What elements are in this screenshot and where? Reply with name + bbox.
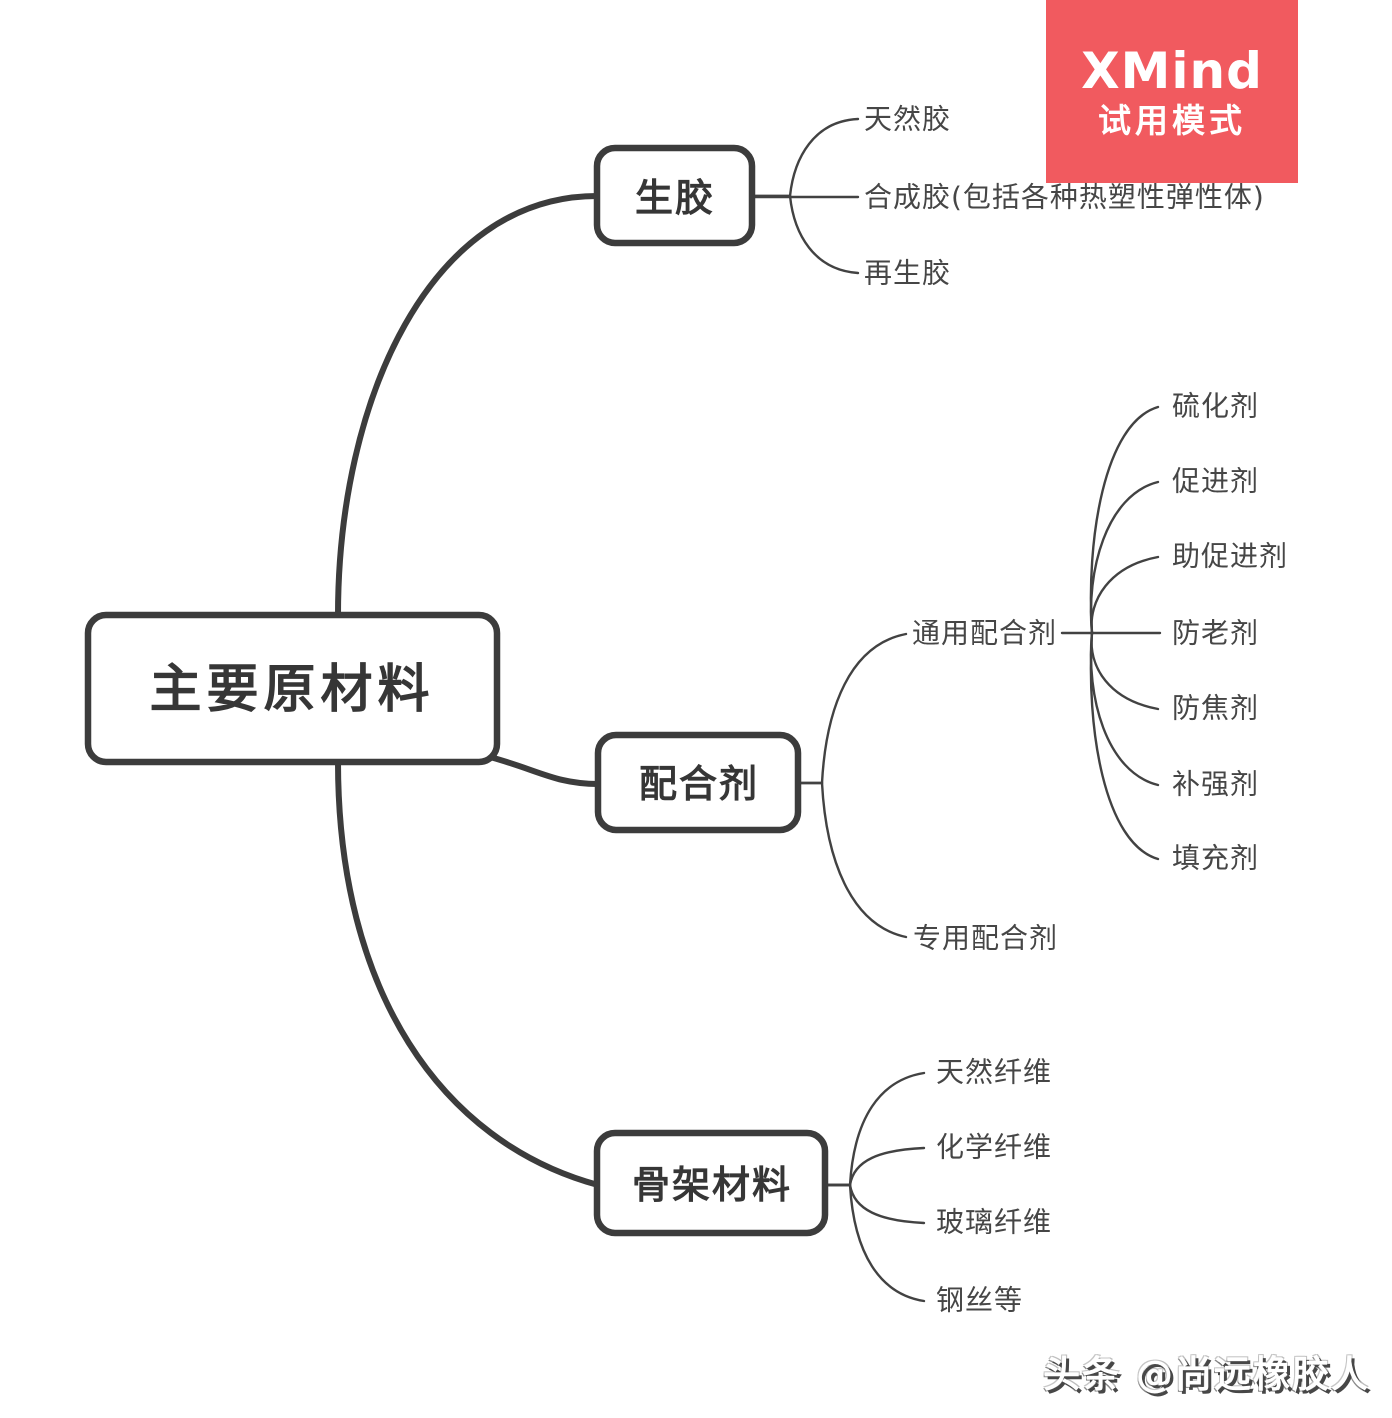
- connector-glass-fiber: [821, 1183, 926, 1225]
- root-topic-main-raw-materials[interactable]: 主要原材料: [84, 611, 501, 766]
- connector-root-skeleton-materials: [335, 759, 601, 1188]
- leaf-vulcanizing-agent[interactable]: 硫化剂: [1172, 390, 1259, 423]
- connector-general-compounding: [796, 632, 908, 785]
- connector-steel-wire: [821, 1183, 926, 1303]
- leaf-scorch-retarder[interactable]: 防焦剂: [1172, 692, 1259, 725]
- leaf-natural-fiber[interactable]: 天然纤维: [936, 1056, 1052, 1089]
- branch-compounding-agents[interactable]: 配合剂: [594, 731, 802, 834]
- connector-special-compounding: [796, 781, 908, 939]
- leaf-accelerator[interactable]: 促进剂: [1172, 465, 1259, 498]
- branch-skeleton-materials-box[interactable]: [593, 1129, 829, 1237]
- connector-natural-fiber: [821, 1071, 926, 1187]
- branch-compounding-agents-box[interactable]: [594, 731, 802, 834]
- root-topic-label: 主要原材料: [149, 660, 434, 720]
- trial-badge: XMind 试用模式: [1046, 0, 1298, 183]
- root-topic-box[interactable]: [84, 611, 501, 766]
- connector-chemical-fiber: [821, 1146, 926, 1187]
- leaf-reinforcing-agent[interactable]: 补强剂: [1172, 768, 1259, 801]
- leaf-chemical-fiber[interactable]: 化学纤维: [936, 1131, 1052, 1164]
- connector-vulcanizing-agent: [1089, 405, 1160, 635]
- connector-root-raw-rubber: [335, 193, 600, 618]
- branch-raw-rubber-box[interactable]: [593, 144, 756, 247]
- xmind-logo-text: XMind: [1081, 42, 1263, 100]
- branch-skeleton-materials[interactable]: 骨架材料: [593, 1129, 829, 1237]
- watermark-text: 头条 @尚远橡胶人: [1043, 1353, 1370, 1396]
- subtopic-general-compounding-agents[interactable]: 通用配合剂: [912, 617, 1057, 650]
- branch-skeleton-materials-label: 骨架材料: [632, 1163, 792, 1207]
- branch-raw-rubber-label: 生胶: [635, 176, 715, 220]
- connector-reclaimed-rubber: [750, 194, 860, 275]
- connector-reinforcing-agent: [1089, 631, 1160, 787]
- leaf-steel-wire[interactable]: 钢丝等: [936, 1284, 1023, 1317]
- connector-filler: [1089, 631, 1160, 861]
- leaf-special-compounding-agents[interactable]: 专用配合剂: [913, 922, 1058, 955]
- leaf-accelerator-activator[interactable]: 助促进剂: [1172, 540, 1288, 573]
- leaf-reclaimed-rubber[interactable]: 再生胶: [864, 257, 951, 290]
- connector-scorch-retarder: [1090, 631, 1160, 711]
- connector-root-compounding-agents: [487, 754, 601, 787]
- trial-mode-label: 试用模式: [1098, 101, 1246, 140]
- leaf-natural-rubber[interactable]: 天然胶: [864, 103, 951, 136]
- branch-compounding-agents-label: 配合剂: [639, 762, 759, 806]
- leaf-filler[interactable]: 填充剂: [1172, 842, 1259, 875]
- leaf-antioxidant[interactable]: 防老剂: [1172, 617, 1259, 650]
- connector-accelerator-activator: [1090, 555, 1160, 635]
- leaf-glass-fiber[interactable]: 玻璃纤维: [936, 1206, 1052, 1239]
- leaf-synthetic-rubber[interactable]: 合成胶(包括各种热塑性弹性体): [864, 181, 1265, 214]
- branch-raw-rubber[interactable]: 生胶: [593, 144, 756, 247]
- connector-natural-rubber: [750, 117, 860, 198]
- connector-accelerator: [1089, 480, 1160, 635]
